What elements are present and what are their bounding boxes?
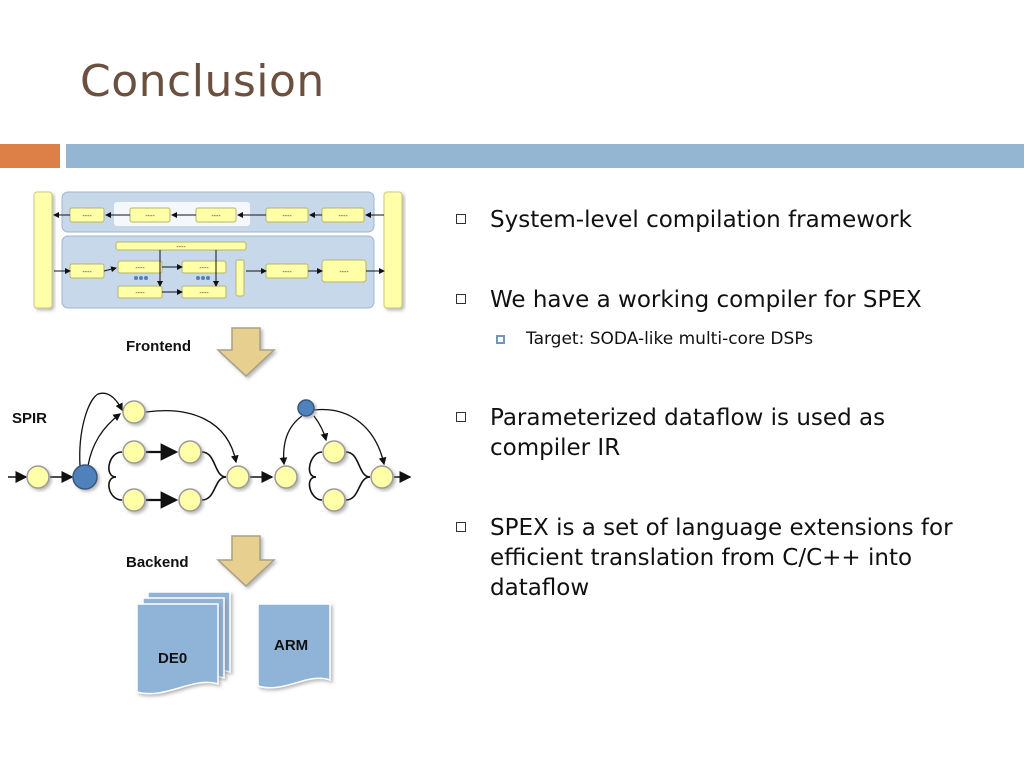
block-label: ---- <box>199 265 209 272</box>
block-label: ---- <box>176 244 186 251</box>
spir-dataflow-graph <box>8 392 412 509</box>
bullet-text: We have a working compiler for SPEX <box>490 287 922 313</box>
output-arm-document <box>257 603 331 689</box>
dataflow-node <box>122 440 146 464</box>
accent-bar-blue <box>66 144 1024 168</box>
spir-label: SPIR <box>12 410 47 427</box>
block-label: ---- <box>82 213 92 220</box>
dataflow-node <box>274 465 298 489</box>
square-bullet-icon <box>456 294 466 304</box>
block-label: ---- <box>282 213 292 220</box>
square-bullet-icon <box>456 412 466 422</box>
dataflow-node <box>226 465 250 489</box>
dataflow-node <box>122 488 146 512</box>
dataflow-node <box>178 440 202 464</box>
source-program-diagram: ---- ---- ---- ---- ---- ---- ---- ---- … <box>33 191 403 309</box>
block-label: ---- <box>199 290 209 297</box>
square-bullet-icon <box>456 214 466 224</box>
bullet-text: SPEX is a set of language extensions for… <box>490 515 953 601</box>
output-arm-label: ARM <box>274 637 308 654</box>
block-label: ---- <box>135 265 145 272</box>
bullet-text: System-level compilation framework <box>490 207 912 233</box>
bullet-item: System-level compilation framework <box>456 205 996 235</box>
output-de0-label: DE0 <box>158 650 187 667</box>
square-sub-bullet-icon <box>496 335 505 344</box>
dataflow-control-node <box>297 399 315 417</box>
block-label: ---- <box>338 213 348 220</box>
sub-bullet-item: Target: SODA-like multi-core DSPs <box>496 327 976 351</box>
dataflow-node <box>26 465 50 489</box>
slide-title: Conclusion <box>80 56 325 107</box>
block-label: ---- <box>339 269 349 276</box>
block-label: ---- <box>135 290 145 297</box>
dataflow-control-node <box>72 464 98 490</box>
compilation-flow-diagram: ---- ---- ---- ---- ---- ---- ---- ---- … <box>8 191 412 695</box>
bullet-text: Parameterized dataflow is used as compil… <box>490 405 886 461</box>
block-label: ---- <box>282 269 292 276</box>
block-label: ---- <box>145 213 155 220</box>
bullet-item: We have a working compiler for SPEX <box>456 285 996 315</box>
bullet-item: Parameterized dataflow is used as compil… <box>456 403 936 463</box>
output-de0-documents <box>136 591 231 695</box>
dataflow-node <box>322 488 346 512</box>
block-label: ---- <box>82 269 92 276</box>
sub-bullet-text: Target: SODA-like multi-core DSPs <box>526 329 814 349</box>
block-row-top <box>53 207 384 223</box>
dataflow-node <box>370 465 394 489</box>
block-row-bottom <box>54 241 385 299</box>
accent-bar-orange <box>0 144 60 168</box>
frontend-arrow <box>216 327 276 378</box>
dataflow-node <box>322 440 346 464</box>
block-label: ---- <box>211 213 221 220</box>
frontend-label: Frontend <box>126 338 191 355</box>
bullet-item: SPEX is a set of language extensions for… <box>456 513 956 603</box>
spir-nodes <box>26 399 394 512</box>
dataflow-node <box>178 488 202 512</box>
square-bullet-icon <box>456 522 466 532</box>
backend-label: Backend <box>126 554 189 571</box>
dataflow-node <box>122 400 146 424</box>
backend-arrow <box>216 535 276 588</box>
